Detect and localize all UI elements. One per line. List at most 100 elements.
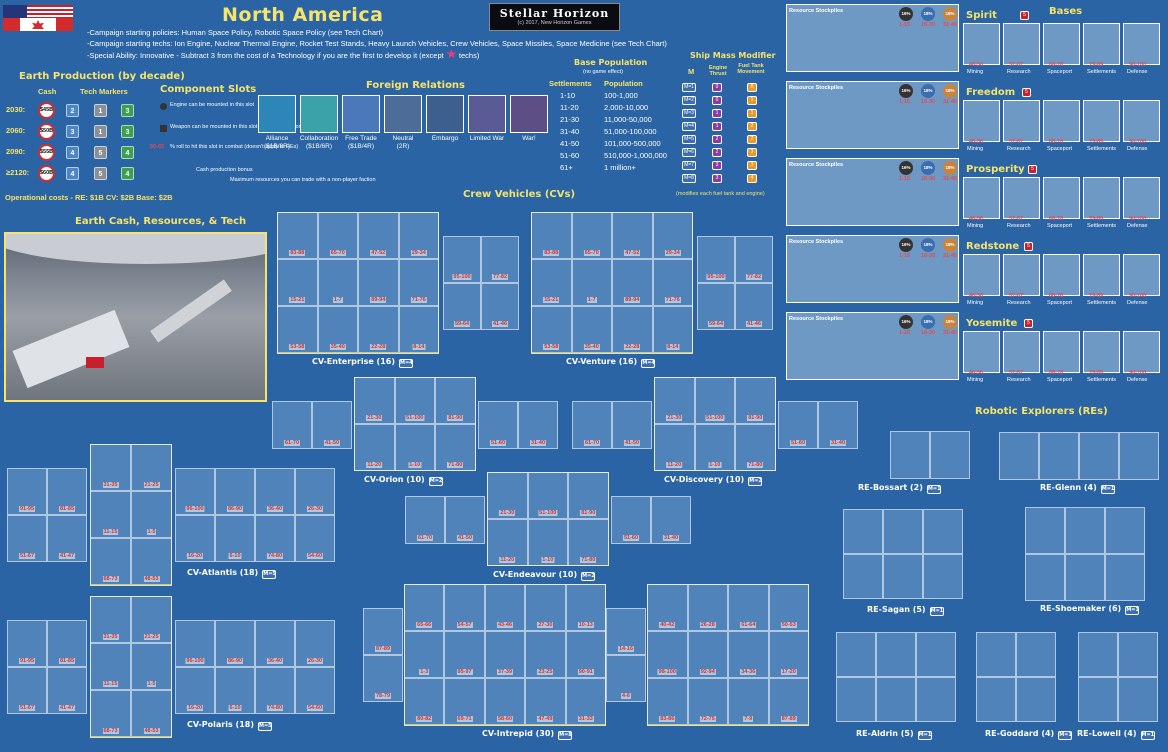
relation-slot[interactable] bbox=[426, 95, 464, 133]
component-slot[interactable]: 23-25 bbox=[525, 631, 566, 678]
component-slot[interactable]: 1-10 bbox=[694, 424, 735, 471]
component-slot[interactable]: 96-100 bbox=[175, 620, 215, 667]
component-slot[interactable]: 1-5 bbox=[131, 643, 172, 690]
component-slot[interactable]: 61-64 bbox=[728, 584, 769, 631]
component-slot[interactable]: 15-21 bbox=[531, 259, 572, 306]
component-slot[interactable]: 53-58 bbox=[277, 306, 318, 353]
component-slot[interactable]: 83-88 bbox=[277, 212, 318, 259]
explorer-slot[interactable] bbox=[1078, 632, 1118, 677]
component-slot[interactable]: 8-14 bbox=[652, 306, 693, 353]
component-slot[interactable]: 86-90 bbox=[215, 468, 255, 515]
component-slot[interactable]: 86-90 bbox=[215, 620, 255, 667]
component-slot[interactable]: 87-89 bbox=[768, 678, 809, 725]
component-slot[interactable]: 41-50 bbox=[612, 401, 652, 449]
component-slot[interactable]: 81-90 bbox=[435, 377, 476, 424]
explorer-slot[interactable] bbox=[976, 677, 1016, 722]
component-slot[interactable]: 71-80 bbox=[735, 424, 776, 471]
component-slot[interactable]: 17-20 bbox=[768, 631, 809, 678]
explorer-slot[interactable] bbox=[976, 632, 1016, 677]
base-module[interactable] bbox=[1123, 331, 1160, 373]
component-slot[interactable]: 59-64 bbox=[443, 283, 481, 330]
component-slot[interactable]: 31-35 bbox=[90, 596, 131, 643]
component-slot[interactable]: 95-100 bbox=[697, 236, 735, 283]
base-module[interactable] bbox=[1003, 23, 1040, 65]
relation-slot[interactable] bbox=[342, 95, 380, 133]
relation-slot[interactable] bbox=[384, 95, 422, 133]
component-slot[interactable]: 81-90 bbox=[735, 377, 776, 424]
base-module[interactable] bbox=[1043, 177, 1080, 219]
base-module[interactable] bbox=[1123, 100, 1160, 142]
component-slot[interactable]: 11-15 bbox=[90, 491, 131, 538]
explorer-slot[interactable] bbox=[836, 677, 876, 722]
base-module[interactable] bbox=[1123, 177, 1160, 219]
base-module[interactable] bbox=[1083, 100, 1120, 142]
component-slot[interactable]: 47-49 bbox=[525, 678, 566, 725]
component-slot[interactable]: 7-9 bbox=[728, 678, 769, 725]
base-module[interactable] bbox=[963, 254, 1000, 296]
component-slot[interactable]: 61-70 bbox=[272, 401, 312, 449]
component-slot[interactable]: 92-94 bbox=[687, 631, 728, 678]
component-slot[interactable]: 41-47 bbox=[47, 667, 87, 714]
component-slot[interactable]: 14-16 bbox=[606, 608, 646, 655]
component-slot[interactable]: 21-25 bbox=[131, 596, 172, 643]
component-slot[interactable]: 78-79 bbox=[363, 655, 403, 702]
relation-slot[interactable] bbox=[300, 95, 338, 133]
component-slot[interactable]: 47-52 bbox=[358, 212, 399, 259]
explorer-slot[interactable] bbox=[876, 632, 916, 677]
component-slot[interactable]: 21-30 bbox=[354, 377, 395, 424]
component-slot[interactable]: 29-34 bbox=[652, 212, 693, 259]
component-slot[interactable]: 31-40 bbox=[651, 496, 691, 544]
component-slot[interactable]: 21-30 bbox=[654, 377, 695, 424]
component-slot[interactable]: 81-90 bbox=[568, 472, 609, 519]
component-slot[interactable]: 26-30 bbox=[295, 620, 335, 667]
explorer-slot[interactable] bbox=[1118, 632, 1158, 677]
explorer-slot[interactable] bbox=[916, 677, 956, 722]
component-slot[interactable]: 27-30 bbox=[525, 584, 566, 631]
component-slot[interactable]: 68-73 bbox=[90, 538, 131, 585]
component-slot[interactable]: 47-52 bbox=[612, 212, 653, 259]
component-slot[interactable]: 51-60 bbox=[478, 401, 518, 449]
earth-cash-photo[interactable] bbox=[4, 232, 267, 402]
explorer-slot[interactable] bbox=[1105, 554, 1145, 601]
component-slot[interactable]: 89-94 bbox=[358, 259, 399, 306]
component-slot[interactable]: 11-15 bbox=[90, 643, 131, 690]
component-slot[interactable]: 21-30 bbox=[487, 472, 528, 519]
component-slot[interactable]: 1-10 bbox=[527, 519, 568, 566]
component-slot[interactable]: 65-70 bbox=[317, 212, 358, 259]
component-slot[interactable]: 54-60 bbox=[295, 667, 335, 714]
explorer-slot[interactable] bbox=[836, 632, 876, 677]
explorer-slot[interactable] bbox=[999, 432, 1039, 480]
base-module[interactable] bbox=[1083, 23, 1120, 65]
component-slot[interactable]: 98-100 bbox=[647, 631, 688, 678]
explorer-slot[interactable] bbox=[890, 431, 930, 479]
component-slot[interactable]: 50-53 bbox=[768, 584, 809, 631]
base-module[interactable] bbox=[1003, 331, 1040, 373]
component-slot[interactable]: 16-20 bbox=[175, 667, 215, 714]
base-module[interactable] bbox=[1083, 254, 1120, 296]
base-module[interactable] bbox=[1003, 254, 1040, 296]
component-slot[interactable]: 11-20 bbox=[654, 424, 695, 471]
base-module[interactable] bbox=[963, 100, 1000, 142]
component-slot[interactable]: 1-7 bbox=[317, 259, 358, 306]
base-module[interactable] bbox=[963, 331, 1000, 373]
component-slot[interactable]: 48-53 bbox=[131, 538, 172, 585]
component-slot[interactable]: 81-85 bbox=[47, 468, 87, 515]
explorer-slot[interactable] bbox=[843, 554, 883, 599]
component-slot[interactable]: 41-46 bbox=[735, 283, 773, 330]
explorer-slot[interactable] bbox=[916, 632, 956, 677]
component-slot[interactable]: 51-67 bbox=[7, 515, 47, 562]
component-slot[interactable]: 41-47 bbox=[47, 515, 87, 562]
component-slot[interactable]: 71-80 bbox=[568, 519, 609, 566]
component-slot[interactable]: 81-85 bbox=[47, 620, 87, 667]
explorer-slot[interactable] bbox=[1079, 432, 1119, 480]
relation-slot[interactable] bbox=[258, 95, 296, 133]
component-slot[interactable]: 51-100 bbox=[394, 377, 435, 424]
component-slot[interactable]: 69-71 bbox=[444, 678, 485, 725]
component-slot[interactable]: 1-7 bbox=[571, 259, 612, 306]
component-slot[interactable]: 58-60 bbox=[484, 678, 526, 725]
component-slot[interactable]: 40-42 bbox=[647, 584, 688, 631]
explorer-slot[interactable] bbox=[930, 431, 970, 479]
component-slot[interactable]: 11-20 bbox=[354, 424, 395, 471]
component-slot[interactable]: 68-73 bbox=[90, 690, 131, 737]
component-slot[interactable]: 31-35 bbox=[90, 444, 131, 491]
